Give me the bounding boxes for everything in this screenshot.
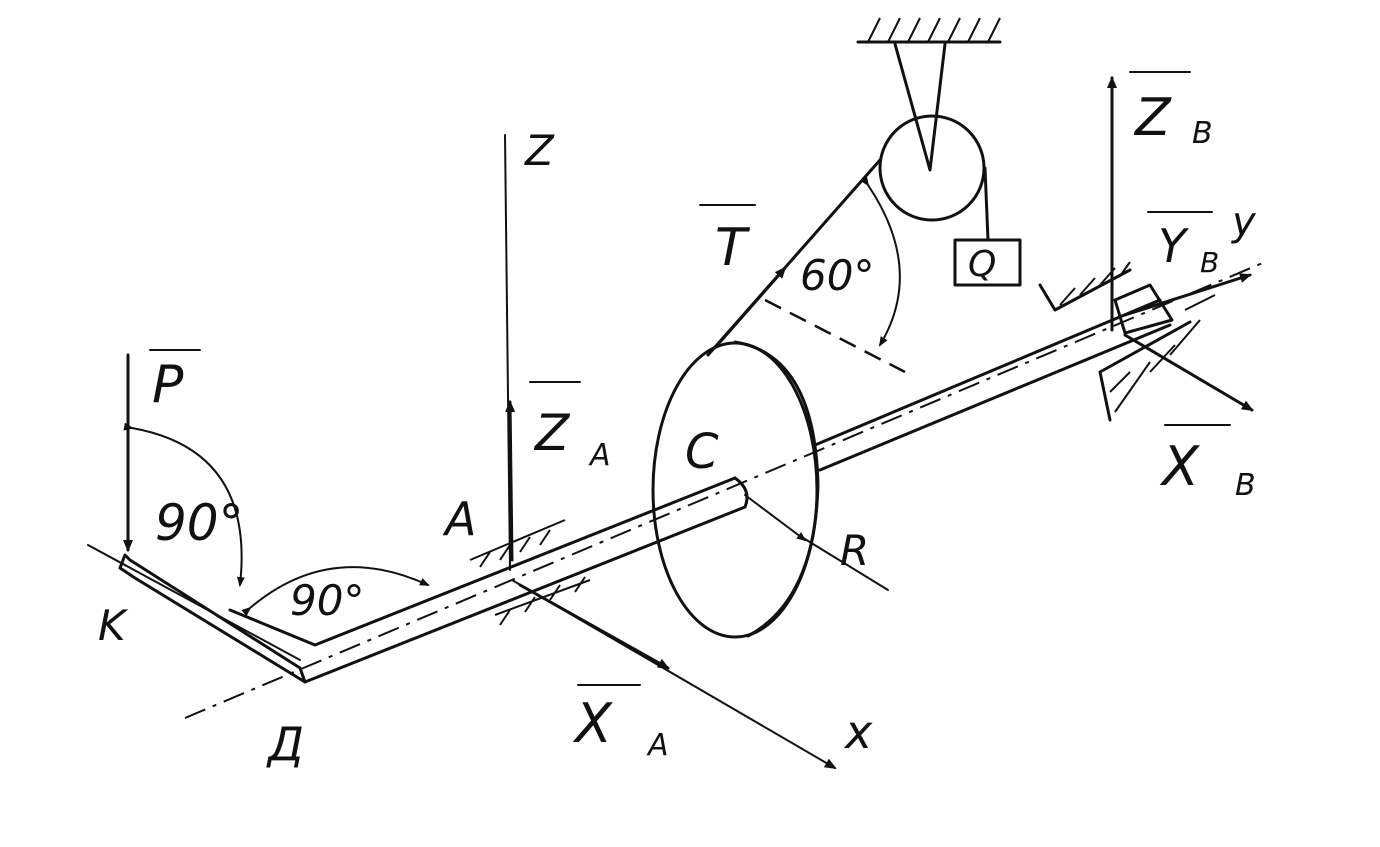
label-z: Z [524,126,555,175]
force-za-arrow [505,400,516,562]
shaft-end-c [733,476,749,509]
label-angle-d: 90° [290,576,364,625]
label-p: P [152,355,184,415]
crank-arm-kd [118,553,307,684]
force-xa-arrow [518,583,670,670]
shaft-right-upper [813,298,1162,447]
label-x: x [843,705,873,759]
force-xb-arrow [1123,333,1254,412]
force-t-arrow [718,266,787,344]
label-a: A [442,492,476,546]
label-q: Q [968,244,996,285]
label-r: R [840,526,869,575]
force-yb-arrow [1123,273,1252,317]
shaft-upper-edge [228,476,737,647]
radius-r [744,494,807,542]
pulley-support [893,42,947,172]
label-angle-t: 60° [800,251,874,300]
label-yb: Y [1158,219,1190,273]
disk-c-rim [733,340,820,638]
z-axis [504,134,511,571]
bearing-b-hatch-lower [1109,294,1216,413]
shaft-end-b [1113,283,1174,335]
radius-line [799,535,889,591]
shaft-lower-edge [303,505,747,684]
label-xa-sub: A [646,728,669,763]
bearing-b-upper [1038,268,1132,312]
angle-arc-t [860,176,901,347]
label-k: K [98,601,129,650]
label-xa: X [572,692,613,755]
label-angle-p: 90° [155,494,244,552]
shaft-axis [184,261,1266,719]
label-za-sub: A [588,438,611,473]
label-c: C [685,424,719,480]
label-xb-sub: B [1235,468,1256,503]
ceiling-hatch [867,17,1001,43]
angle-arc-p [123,422,245,587]
label-za: Z [533,404,571,462]
k-d-axis [87,544,301,661]
angle-arc-d [241,566,430,617]
pulley [878,114,986,222]
label-xb: X [1159,435,1200,498]
shaft-right-lower [818,323,1172,472]
label-zb: Z [1133,88,1172,148]
rope-q [983,166,990,242]
weight-q-box [953,238,1022,287]
label-yb-sub: B [1200,246,1219,279]
label-zb-sub: B [1192,116,1213,151]
label-t: T [715,218,751,278]
label-y: y [1231,199,1257,245]
bearing-b-hatch-upper [1059,261,1131,306]
label-d: Д [266,717,304,771]
